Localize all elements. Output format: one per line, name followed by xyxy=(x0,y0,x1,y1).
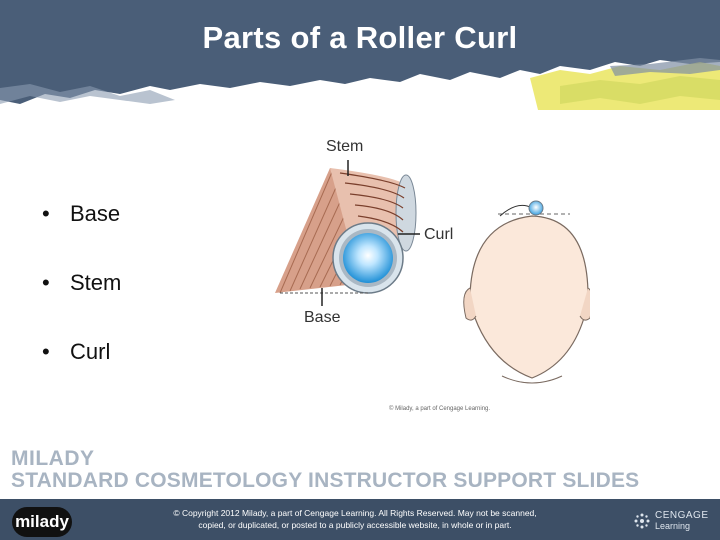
bullet-icon: • xyxy=(42,339,50,364)
roller-curl-illustration: Stem Curl Base xyxy=(270,128,594,403)
learning-word: Learning xyxy=(655,521,691,531)
bullet-icon: • xyxy=(42,201,50,226)
milady-logo: milady xyxy=(12,507,72,537)
label-curl: Curl xyxy=(424,226,454,243)
bullet-label: Base xyxy=(70,201,121,226)
label-stem: Stem xyxy=(326,138,364,155)
bullet-item-base: • Base xyxy=(42,198,121,267)
label-base: Base xyxy=(304,309,341,326)
bullet-item-stem: • Stem xyxy=(42,267,121,336)
brand-title: MILADY xyxy=(11,447,95,470)
copyright-notice: © Copyright 2012 Milady, a part of Cenga… xyxy=(150,507,560,531)
copyright-line-2: copied, or duplicated, or posted to a pu… xyxy=(198,520,512,530)
copyright-line-1: © Copyright 2012 Milady, a part of Cenga… xyxy=(173,508,537,518)
bullet-item-curl: • Curl xyxy=(42,336,121,405)
cengage-logo: CENGAGE Learning xyxy=(633,510,713,532)
image-credit: © Milady, a part of Cengage Learning. xyxy=(389,406,491,412)
roller-curl-diagram xyxy=(275,160,594,384)
bullet-icon: • xyxy=(42,270,50,295)
bullet-label: Curl xyxy=(70,339,111,364)
brand-subtitle: STANDARD COSMETOLOGY INSTRUCTOR SUPPORT … xyxy=(11,469,640,492)
roller-end xyxy=(332,222,404,294)
cengage-mark-icon xyxy=(634,513,650,529)
header-banner: Parts of a Roller Curl xyxy=(0,0,720,110)
head-back-view xyxy=(463,200,594,384)
slide-title: Parts of a Roller Curl xyxy=(202,20,518,55)
bullet-label: Stem xyxy=(70,270,122,295)
header-texture xyxy=(0,0,720,110)
cengage-word: CENGAGE xyxy=(655,510,709,521)
bullet-list: • Base • Stem • Curl xyxy=(42,198,121,405)
footer-bar xyxy=(0,499,720,540)
